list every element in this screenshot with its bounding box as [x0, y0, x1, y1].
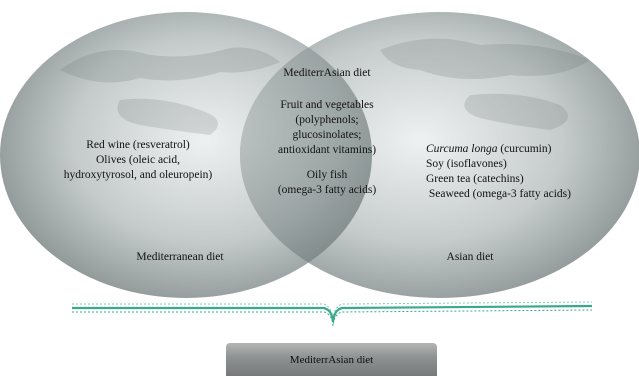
brace [72, 301, 593, 327]
mediterranean-item: hydroxytyrosol, and oleuropein) [63, 169, 213, 181]
overlap-foods: Fruit and vegetables (polyphenols; gluco… [252, 98, 402, 158]
mediterranean-item: Red wine (resveratrol) [86, 139, 190, 151]
overlap-item: glucosinolates; [292, 129, 362, 141]
overlap-item: Fruit and vegetables [280, 99, 374, 111]
overlap-fish-line: (omega-3 fatty acids) [277, 184, 377, 196]
overlap-fish: Oily fish (omega-3 fatty acids) [252, 168, 402, 198]
asian-item: Seaweed (omega-3 fatty acids) [426, 188, 571, 200]
mediterranean-foods: Red wine (resveratrol) Olives (oleic aci… [58, 138, 218, 183]
asian-item: Curcuma longa (curcumin) [426, 142, 616, 157]
overlap-item: antioxidant vitamins) [277, 144, 377, 156]
asian-item-italic: Curcuma longa [426, 143, 498, 155]
asian-foods: Curcuma longa (curcumin) Soy (isoflavone… [426, 142, 616, 202]
asian-item-rest: (curcumin) [497, 143, 552, 155]
overlap-title: MediterrAsian diet [283, 67, 371, 79]
asian-item: Green tea (catechins) [426, 173, 524, 185]
mediterranean-label: Mediterranean diet [136, 251, 224, 263]
overlap-fish-line: Oily fish [306, 169, 348, 181]
map-texture [60, 38, 590, 135]
result-box: MediterrAsian diet [226, 343, 437, 376]
overlap-region [240, 12, 372, 298]
asian-label: Asian diet [446, 251, 494, 263]
result-label: MediterrAsian diet [289, 353, 374, 366]
mediterranean-item: Olives (oleic acid, [96, 154, 180, 166]
asian-item: Soy (isoflavones) [426, 158, 507, 170]
overlap-item: (polyphenols; [295, 114, 359, 126]
